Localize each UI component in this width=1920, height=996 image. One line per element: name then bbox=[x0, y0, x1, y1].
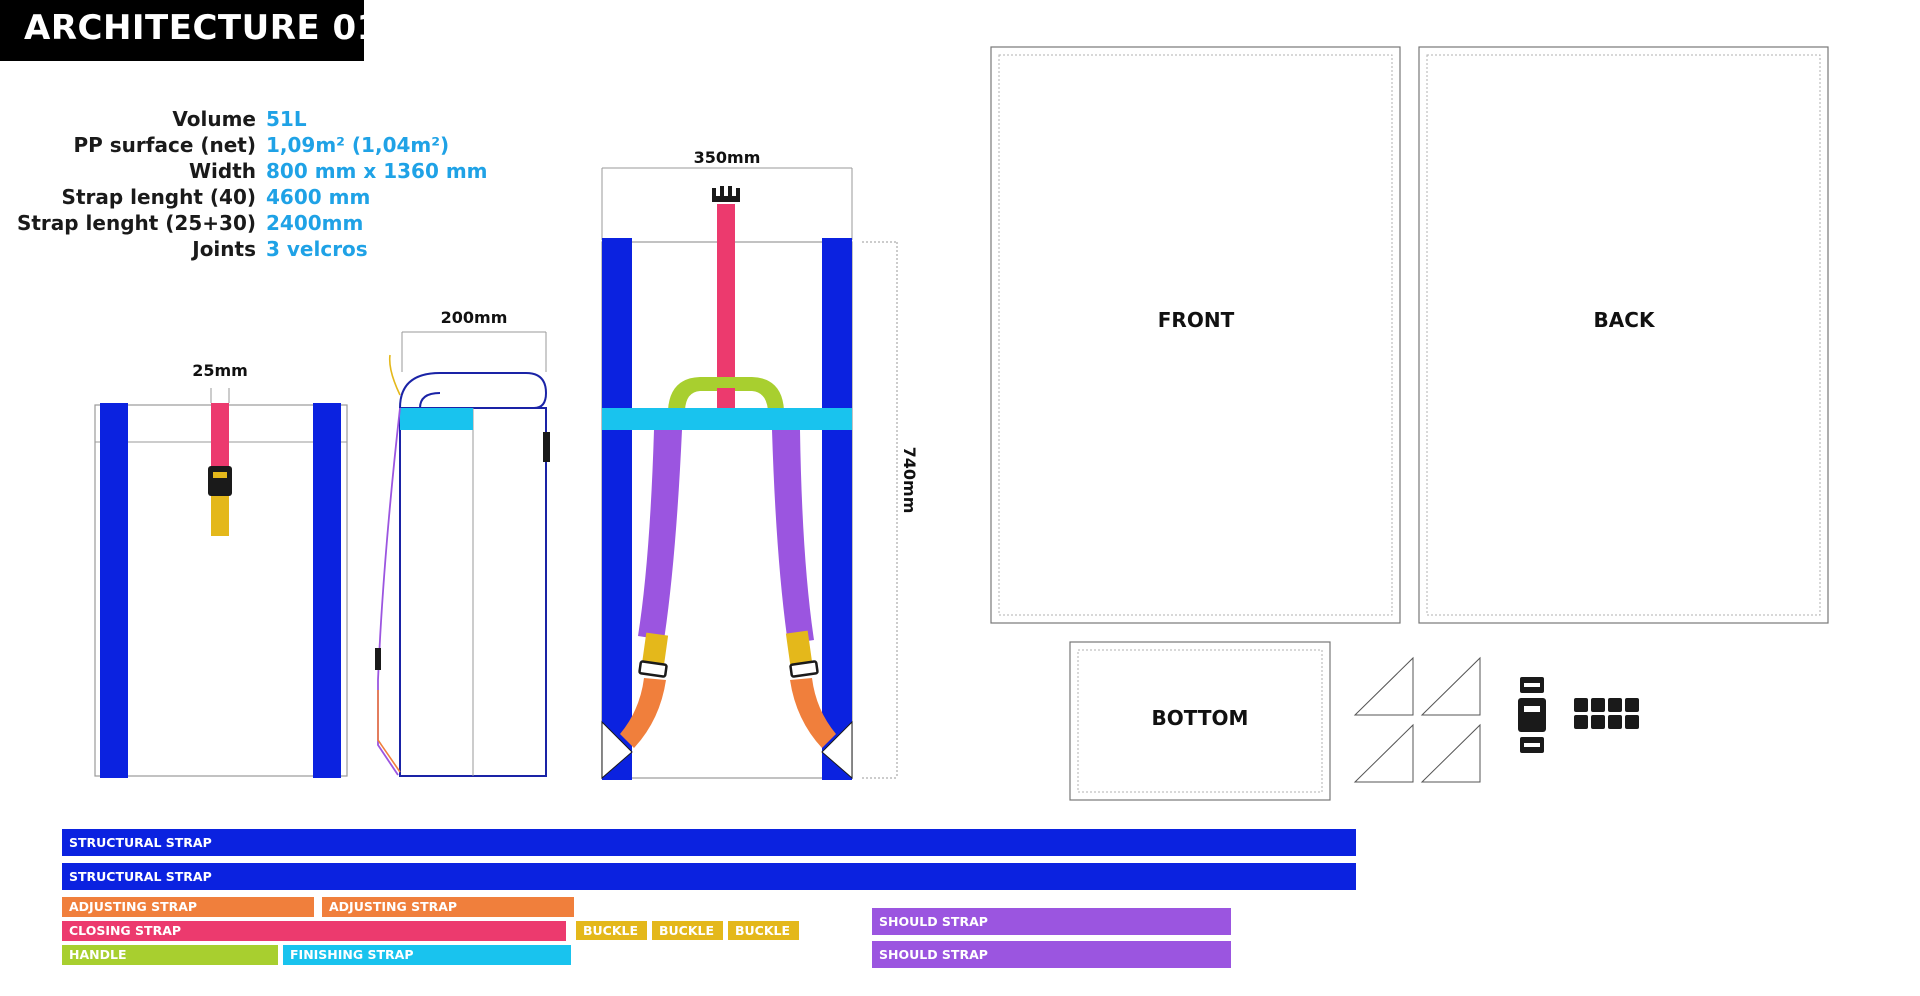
hardware-icons bbox=[1518, 677, 1639, 753]
legend-handle: HANDLE bbox=[62, 945, 278, 965]
front-buckle bbox=[208, 466, 232, 496]
triangle-piece bbox=[1420, 723, 1481, 783]
spec-label: Strap lenght (25+30) bbox=[16, 211, 256, 235]
side-velcro bbox=[543, 432, 550, 462]
back-panel-label: BACK bbox=[1594, 308, 1656, 332]
legend-should-strap: SHOULD STRAP bbox=[872, 941, 1231, 968]
front-adjusting-strap bbox=[211, 491, 229, 536]
back-buckle-right bbox=[789, 660, 819, 678]
buckle-icon bbox=[1518, 698, 1546, 732]
legend-closing-strap: CLOSING STRAP bbox=[62, 921, 566, 941]
spec-value: 3 velcros bbox=[266, 237, 368, 261]
side-view: 200mm bbox=[375, 308, 550, 777]
back-closing-strap bbox=[717, 204, 735, 410]
front-closing-strap bbox=[211, 403, 229, 467]
back-corner-right bbox=[821, 720, 853, 780]
back-should-strap-left bbox=[638, 430, 682, 640]
front-structural-strap-left bbox=[100, 403, 128, 778]
triangle-piece bbox=[1353, 656, 1414, 716]
legend-buckle: BUCKLE bbox=[576, 921, 647, 940]
front-panel-label: FRONT bbox=[1158, 308, 1235, 332]
back-corner-left bbox=[601, 720, 633, 780]
spec-label: Joints bbox=[192, 237, 256, 261]
legend-finishing-strap: FINISHING STRAP bbox=[283, 945, 571, 965]
spec-width: Width 800 mm x 1360 mm bbox=[0, 159, 560, 185]
spec-value: 1,09m² (1,04m²) bbox=[266, 133, 450, 157]
side-depth-label: 200mm bbox=[441, 308, 508, 327]
spec-label: Volume bbox=[172, 107, 256, 131]
back-structural-strap-left bbox=[602, 238, 632, 780]
spec-label: Strap lenght (40) bbox=[61, 185, 256, 209]
legend-buckle: BUCKLE bbox=[652, 921, 723, 940]
spec-joints: Joints 3 velcros bbox=[0, 237, 560, 263]
spec-value: 800 mm x 1360 mm bbox=[266, 159, 488, 183]
back-should-strap-right bbox=[772, 430, 814, 644]
spec-label: Width bbox=[188, 159, 256, 183]
back-panel: BACK bbox=[1418, 46, 1829, 624]
spec-strap-25-30: Strap lenght (25+30) 2400mm bbox=[0, 211, 560, 237]
front-strap-width-label: 25mm bbox=[192, 361, 248, 380]
legend-adjusting-strap: ADJUSTING STRAP bbox=[322, 897, 574, 917]
velcro-icon bbox=[1574, 698, 1639, 729]
back-adjusting-strap-right bbox=[790, 678, 836, 748]
legend-adjusting-strap: ADJUSTING STRAP bbox=[62, 897, 314, 917]
spec-value: 4600 mm bbox=[266, 185, 371, 209]
spec-label: PP surface (net) bbox=[73, 133, 256, 157]
legend-structural-strap: STRUCTURAL STRAP bbox=[62, 863, 1356, 890]
spec-value: 51L bbox=[266, 107, 307, 131]
back-buckle-top bbox=[712, 186, 740, 202]
triangle-piece bbox=[1420, 656, 1481, 716]
front-view: 25mm bbox=[94, 361, 348, 778]
back-height-label: 740mm bbox=[900, 447, 919, 514]
triangle-piece bbox=[1353, 723, 1414, 783]
spec-value: 2400mm bbox=[266, 211, 364, 235]
front-structural-strap-right bbox=[313, 403, 341, 778]
back-adjusting-strap-left bbox=[620, 678, 666, 748]
legend-structural-strap: STRUCTURAL STRAP bbox=[62, 829, 1356, 856]
legend-should-strap: SHOULD STRAP bbox=[872, 908, 1231, 935]
page-title: ARCHITECTURE 01 bbox=[24, 8, 381, 48]
spec-strap-40: Strap lenght (40) 4600 mm bbox=[0, 185, 560, 211]
back-view: 350mm 740mm bbox=[601, 148, 919, 780]
side-roll-top bbox=[399, 372, 548, 409]
side-buckle bbox=[375, 648, 381, 670]
side-shoulder-strap bbox=[377, 407, 401, 776]
spec-volume: Volume 51L bbox=[0, 107, 560, 133]
front-panel: FRONT bbox=[990, 46, 1401, 624]
corner-triangles bbox=[1353, 656, 1481, 783]
side-finishing-strap bbox=[400, 408, 473, 430]
back-buckle-left bbox=[638, 660, 668, 678]
back-width-label: 350mm bbox=[694, 148, 761, 167]
title-banner: ARCHITECTURE 01 bbox=[0, 0, 380, 61]
legend-buckle: BUCKLE bbox=[728, 921, 799, 940]
back-finishing-strap bbox=[602, 408, 852, 430]
back-structural-strap-right bbox=[822, 238, 852, 780]
bottom-panel: BOTTOM bbox=[1069, 641, 1331, 801]
spec-pp-surface: PP surface (net) 1,09m² (1,04m²) bbox=[0, 133, 560, 159]
back-adjusting-tab-right bbox=[785, 630, 813, 666]
bottom-panel-label: BOTTOM bbox=[1152, 706, 1249, 730]
back-adjusting-tab-left bbox=[641, 632, 669, 668]
